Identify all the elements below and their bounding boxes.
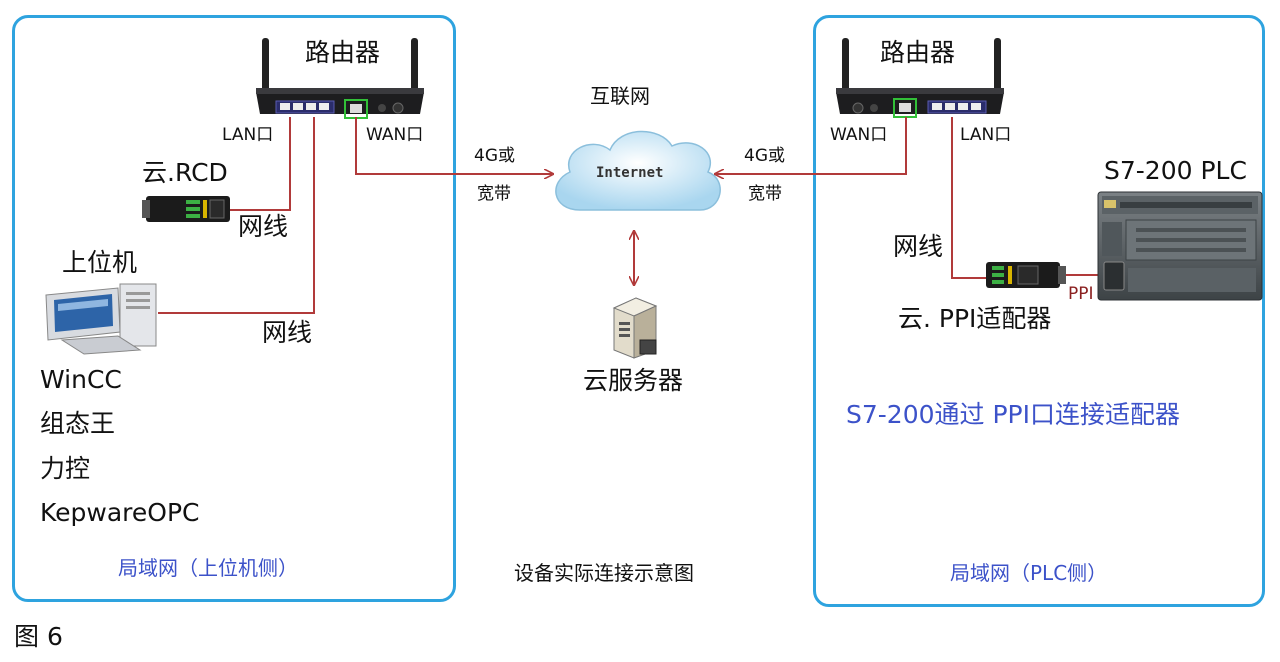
left-lan-port-label: LAN口 [222,125,274,145]
left-cable-label-2: 网线 [262,318,313,347]
plc-label: S7-200 PLC [1104,156,1247,185]
internet-label: 互联网 [590,84,650,108]
cloud-text: Internet [596,165,664,181]
diagram-caption: 设备实际连接示意图 [514,561,694,585]
host-label: 上位机 [62,248,138,277]
ppi-label: PPI [1068,284,1094,304]
ppi-adapter-label: 云. PPI适配器 [898,304,1052,333]
right-lan-caption: 局域网（PLC侧） [950,561,1108,585]
right-cable-label: 网线 [893,232,944,261]
host-computer-icon [45,283,157,355]
right-link-label-line2: 宽带 [748,184,782,204]
ppi-adapter-icon [986,262,1066,288]
cloud-server-icon [612,297,658,359]
software-item-kingview: 组态王 [40,409,116,438]
figure-label: 图 6 [14,622,63,651]
rcd-device-icon [142,196,230,222]
left-link-label-line2: 宽带 [477,184,511,204]
right-link-label-line1: 4G或 [744,146,785,166]
cloud-server-label: 云服务器 [583,366,684,395]
right-router-icon [836,38,1004,118]
left-router-label: 路由器 [305,38,381,67]
software-item-wincc: WinCC [40,365,122,394]
left-wan-port-label: WAN口 [366,125,424,145]
software-item-kepwareopc: KepwareOPC [40,498,200,527]
right-router-label: 路由器 [880,38,956,67]
software-item-forcecontrol: 力控 [40,454,91,483]
right-lan-port-label: LAN口 [960,125,1012,145]
rcd-label: 云.RCD [142,158,228,187]
left-link-label-line1: 4G或 [474,146,515,166]
right-wan-port-label: WAN口 [830,125,888,145]
left-cable-label-1: 网线 [238,212,289,241]
right-lan-note: S7-200通过 PPI口连接适配器 [846,400,1180,429]
left-router-icon [256,38,424,119]
left-lan-caption: 局域网（上位机侧） [118,556,298,580]
plc-device-icon [1097,191,1263,301]
